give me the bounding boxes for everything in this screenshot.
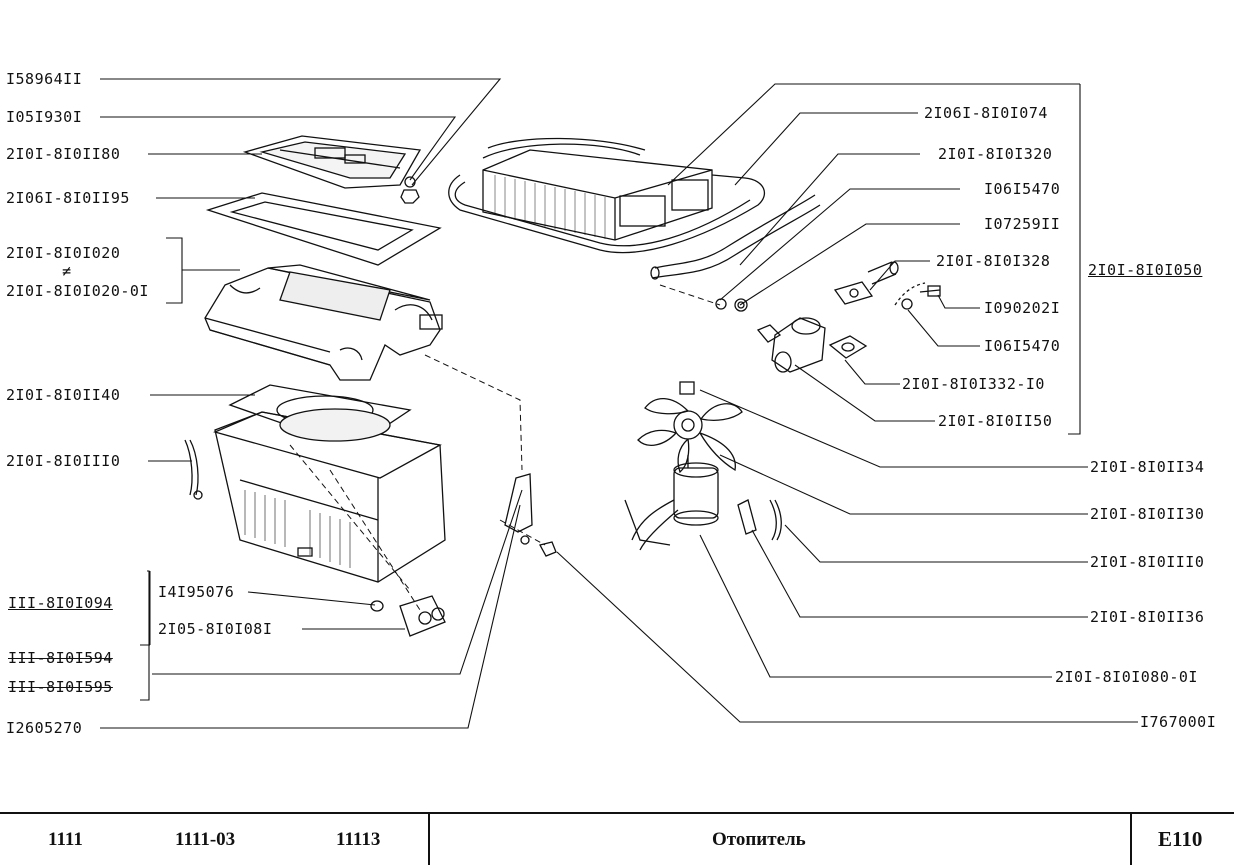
divider	[428, 814, 430, 865]
inlet-pipe	[833, 261, 899, 305]
part-number-label: 2I0I-8I0II36	[1090, 608, 1205, 626]
rubber-block-icon	[737, 499, 757, 535]
clip-left	[184, 439, 203, 500]
heater-hose	[650, 194, 821, 280]
tap-gasket	[828, 335, 868, 359]
leader-lines-left	[100, 78, 523, 729]
sheet-code: E110	[1158, 827, 1203, 851]
part-number-label: 2I0I-8I0I020	[6, 244, 121, 262]
part-number-label: 2I0I-8I0II34	[1090, 458, 1205, 476]
part-number-label-obsolete: III-8I0I595	[8, 678, 113, 696]
nut-icon	[400, 176, 420, 204]
model-number: 11113	[336, 829, 381, 850]
part-number-label: 2I0I-8I0II30	[1090, 505, 1205, 523]
fan-motor	[624, 455, 719, 551]
part-number-label: I767000I	[1140, 713, 1217, 731]
part-number-label: 2I0I-8I0I332-I0	[902, 375, 1045, 393]
part-number-label: 2I0I-8I0I080-0I	[1055, 668, 1198, 686]
part-number-label: I07259II	[984, 215, 1061, 233]
fan-cap-icon	[679, 381, 695, 395]
part-number-label: 2I0I-8I0I020-0I	[6, 282, 149, 300]
mounting-bracket	[504, 473, 557, 557]
top-cover-plate	[242, 135, 422, 189]
part-number-label-obsolete: III-8I0I594	[8, 649, 113, 667]
part-number-label: III-8I0I094	[8, 594, 113, 612]
part-number-label: 2I06I-8I0I074	[924, 104, 1048, 122]
heater-radiator	[448, 137, 766, 254]
part-number-label: 2I05-8I0I08I	[158, 620, 273, 638]
washer-icon	[370, 600, 384, 612]
part-number-label: I2605270	[6, 719, 83, 737]
part-number-label: 2I06I-8I0II95	[6, 189, 130, 207]
leader-lines-right	[556, 83, 1138, 723]
part-number-label: I05I930I	[6, 108, 83, 126]
part-number-label: 2I0I-8I0III0	[1090, 553, 1205, 571]
part-number-label: 2I0I-8I0II80	[6, 145, 121, 163]
fan-impeller	[637, 397, 743, 474]
exploded-parts-diagram	[100, 78, 1138, 729]
model-number: 1111-03	[175, 829, 236, 850]
assembly-guide-lines	[289, 284, 721, 611]
heater-tap	[756, 317, 826, 373]
clip-right-icon	[769, 499, 782, 541]
lower-heater-housing	[213, 408, 446, 583]
hose-clamp-icon	[715, 298, 748, 312]
assembly-number-label: 2I0I-8I0I050	[1088, 261, 1203, 279]
model-number: 1111	[48, 829, 83, 850]
part-number-label: 2I0I-8I0I320	[938, 145, 1053, 163]
part-number-label: I090202I	[984, 299, 1061, 317]
bracket-lines	[140, 571, 151, 646]
part-number-label: I06I5470	[984, 337, 1061, 355]
divider	[1130, 814, 1132, 865]
part-number-label: 2I0I-8I0II50	[938, 412, 1053, 430]
bolt-icon	[894, 282, 941, 310]
sheet-title: Отопитель	[712, 829, 806, 850]
part-number-label: I06I5470	[984, 180, 1061, 198]
part-number-label: 2I0I-8I0II40	[6, 386, 121, 404]
title-block: 1111 1111-03 11113 Отопитель E110	[0, 812, 1234, 865]
part-number-label: I58964II	[6, 70, 83, 88]
part-number-label: 2I0I-8I0III0	[6, 452, 121, 470]
part-number-label: 2I0I-8I0I328	[936, 252, 1051, 270]
upper-heater-housing	[204, 264, 443, 381]
flap-valve	[399, 595, 446, 637]
not-equal-symbol: ≠	[62, 262, 72, 280]
part-number-label: I4I95076	[158, 583, 235, 601]
gasket-frame	[205, 192, 442, 266]
